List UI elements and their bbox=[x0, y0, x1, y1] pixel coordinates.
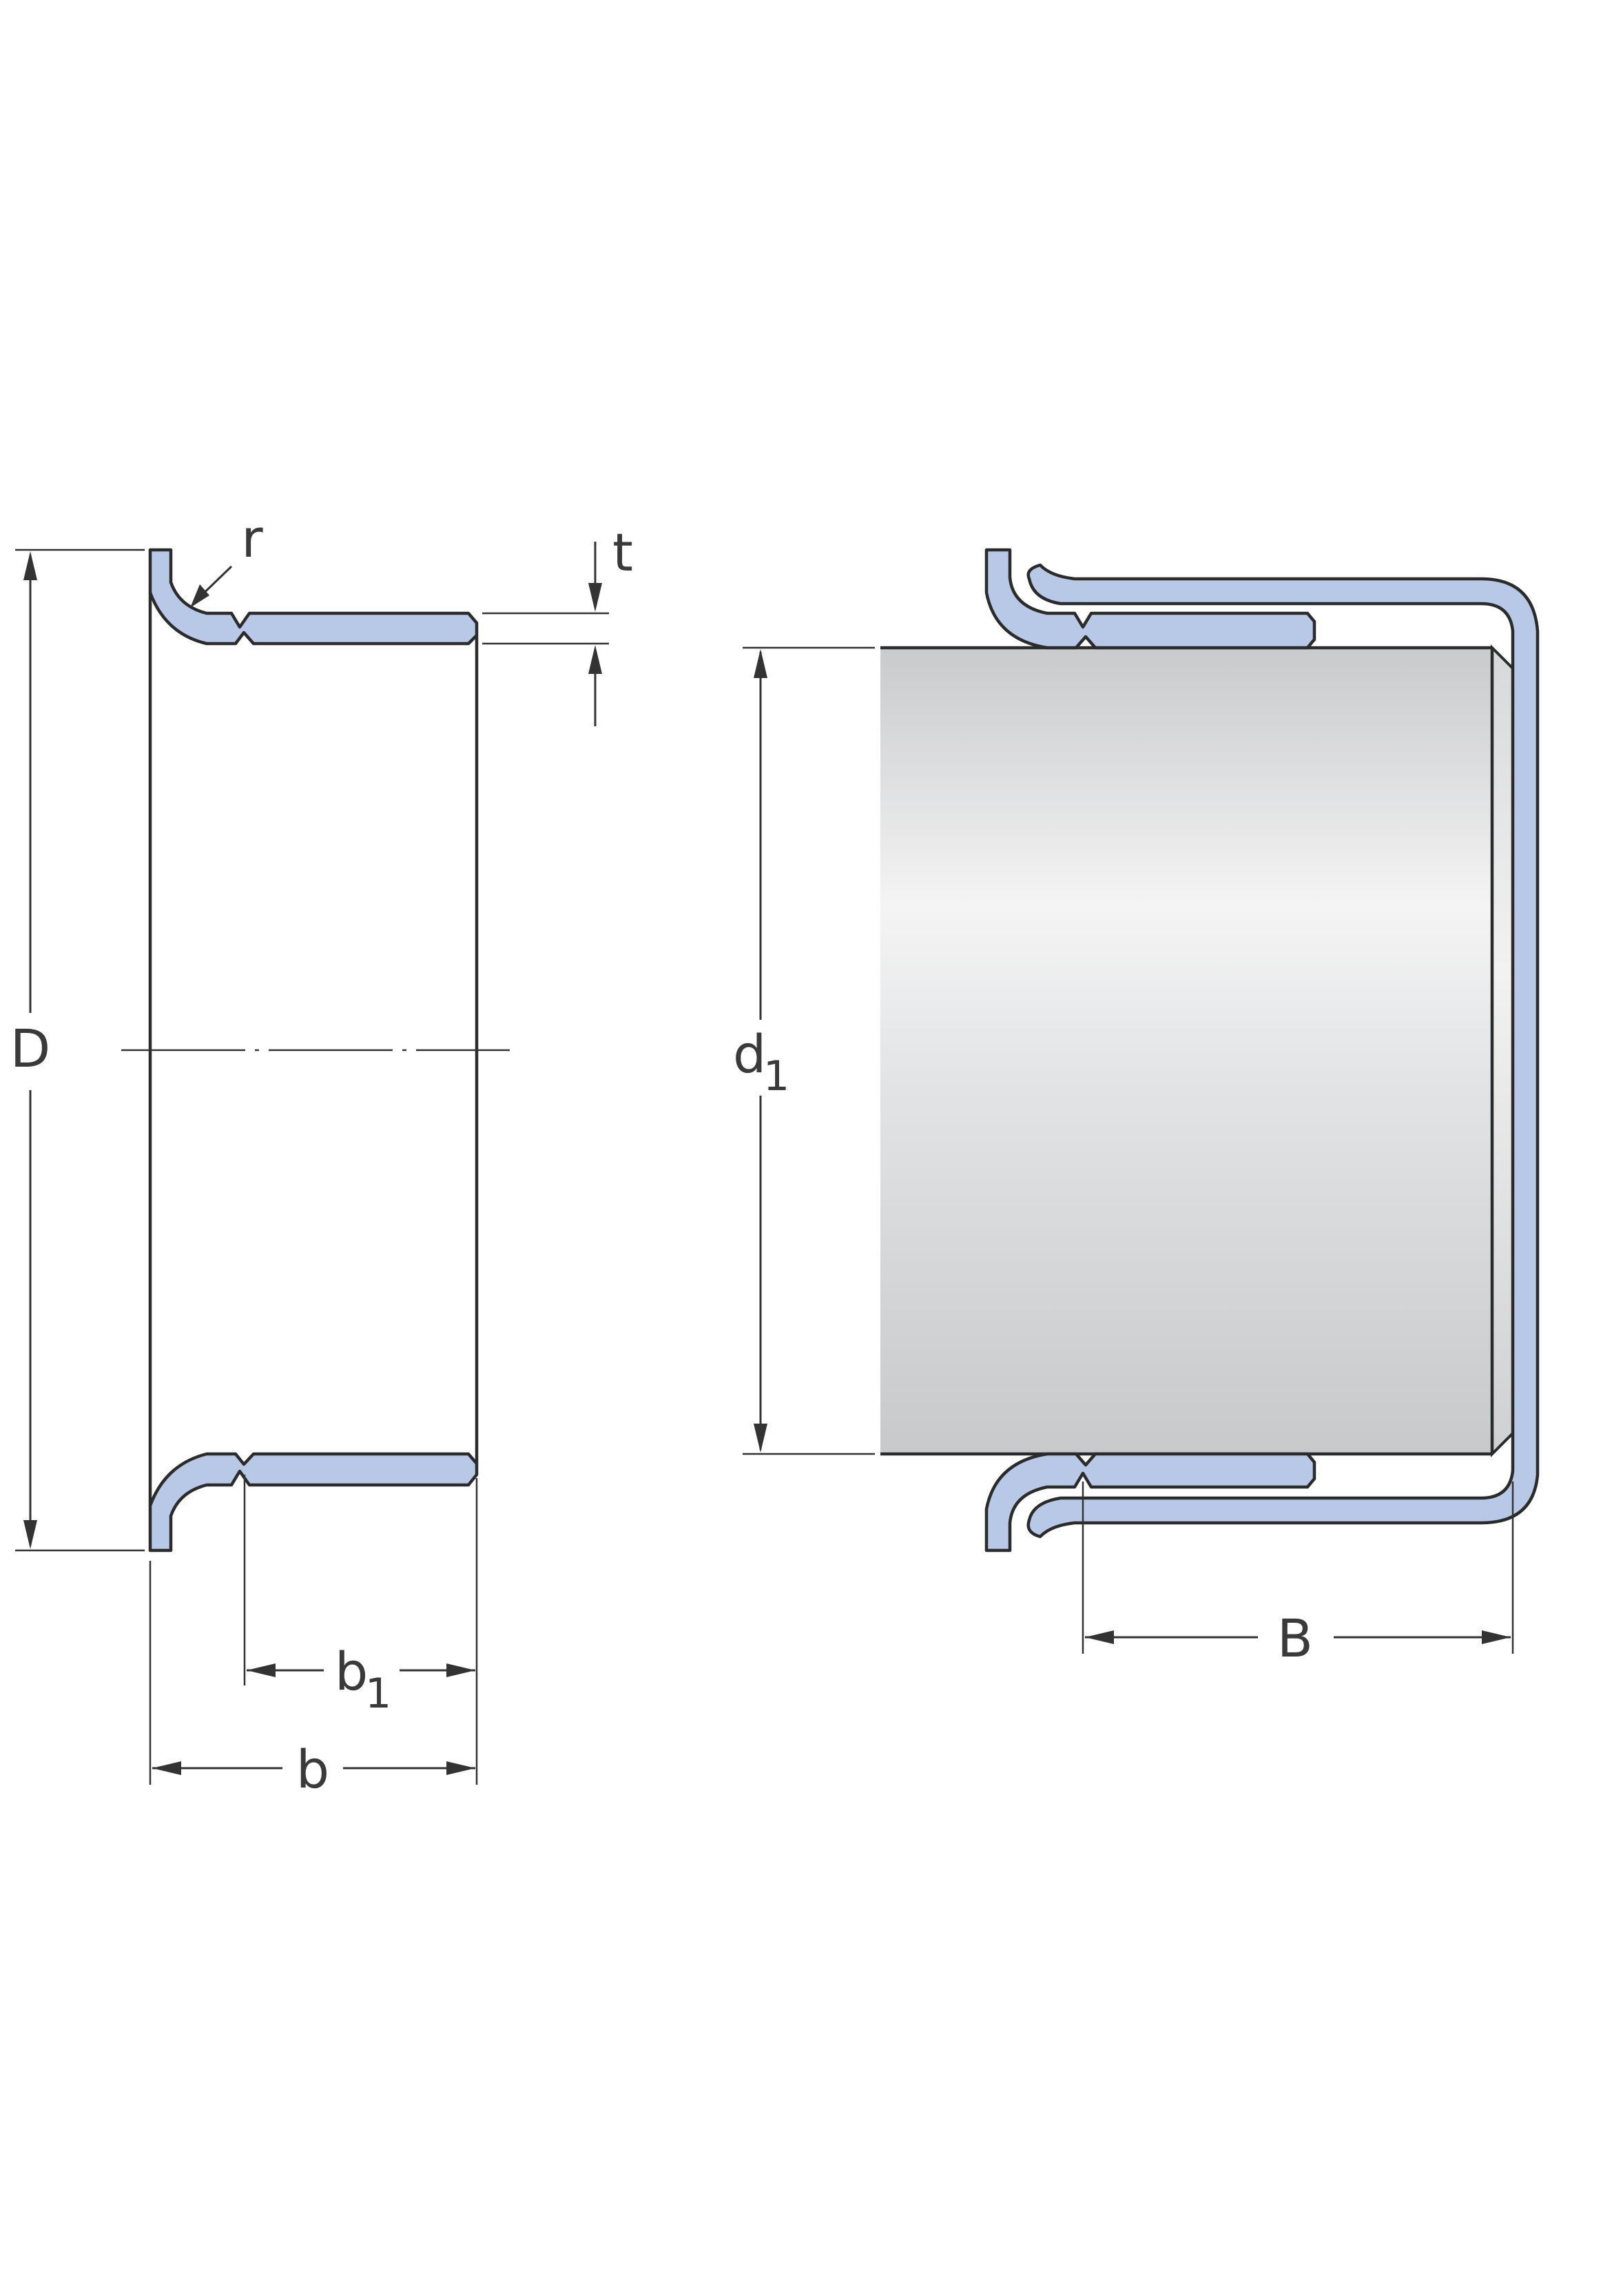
dimension-D: D bbox=[10, 549, 145, 1552]
left-sleeve-view: D r t b 1 bbox=[10, 508, 633, 1800]
callout-r: r bbox=[190, 508, 263, 608]
label-b1: b bbox=[335, 1641, 368, 1702]
label-B: B bbox=[1277, 1608, 1313, 1669]
label-D: D bbox=[10, 1018, 51, 1079]
right-assembly-view: d 1 B bbox=[733, 548, 1540, 1669]
outer-cover bbox=[1026, 563, 1540, 1539]
shaft-chamfer bbox=[1491, 644, 1514, 1457]
shaft bbox=[880, 648, 1492, 1454]
dimension-b1: b 1 bbox=[243, 1475, 478, 1785]
sleeve-bottom-wall bbox=[148, 1452, 479, 1552]
label-b: b bbox=[296, 1739, 329, 1800]
label-b1-subscript: 1 bbox=[365, 1670, 391, 1718]
assembly-sleeve-top bbox=[984, 548, 1316, 650]
label-d1: d bbox=[733, 1023, 766, 1085]
assembly-sleeve-bottom bbox=[984, 1452, 1316, 1552]
dimension-d1: d 1 bbox=[733, 646, 875, 1455]
label-r: r bbox=[241, 508, 263, 569]
label-t: t bbox=[612, 522, 633, 583]
dimension-b: b bbox=[149, 1561, 475, 1800]
dimension-t: t bbox=[482, 522, 633, 726]
dimension-B: B bbox=[1082, 1482, 1514, 1669]
label-d1-subscript: 1 bbox=[763, 1052, 789, 1100]
